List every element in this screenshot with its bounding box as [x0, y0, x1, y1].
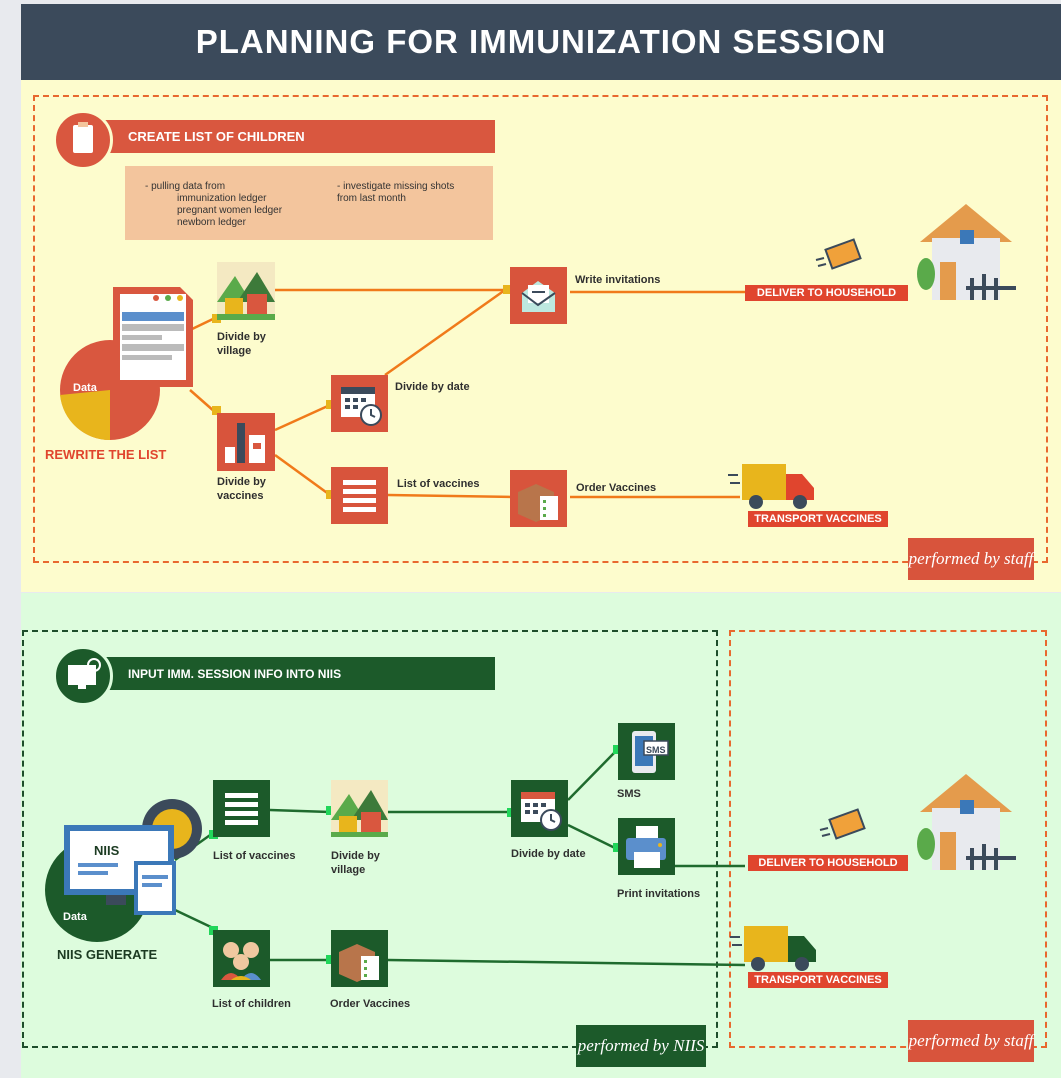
performed-by-staff-tag: performed by staff	[908, 1020, 1034, 1062]
list-vaccines-label: List of vaccines	[213, 850, 296, 862]
package-checklist-icon	[510, 470, 567, 527]
divide-date-label: Divide by date	[395, 381, 470, 393]
divide-date-label: Divide by date	[511, 848, 586, 860]
niis-screen-label: NIIS	[94, 843, 120, 858]
children-group-icon	[213, 930, 270, 987]
transport-vaccines-tag: TRANSPORT VACCINES	[748, 972, 888, 988]
staff-dashed-frame-bottom	[729, 630, 1047, 1048]
computer-gear-icon	[53, 646, 113, 706]
printer-icon	[618, 818, 675, 875]
list-icon	[331, 467, 388, 524]
list-vaccines-label: List of vaccines	[397, 478, 480, 490]
village-icon	[331, 780, 388, 837]
staff-connectors	[189, 285, 745, 501]
data-source-note: - pulling data from immunization ledger …	[125, 166, 493, 240]
list-children-label: List of children	[212, 998, 291, 1010]
note-line: newborn ledger	[177, 217, 246, 228]
clipboard-icon	[53, 110, 113, 170]
list-icon	[213, 780, 270, 837]
performed-by-niis-tag: performed by NIIS	[576, 1025, 706, 1067]
envelope-invitation-icon	[510, 267, 567, 324]
deliver-household-tag: DELIVER TO HOUSEHOLD	[748, 855, 908, 871]
input-niis-banner: INPUT IMM. SESSION INFO INTO NIIS	[68, 657, 495, 690]
create-list-banner: CREATE LIST OF CHILDREN	[68, 120, 495, 153]
niis-data-label: Data	[63, 911, 87, 923]
sms-screen-label: SMS	[646, 745, 666, 755]
niis-dashed-frame	[22, 630, 718, 1048]
note-line: - investigate missing shots	[337, 181, 455, 192]
village-icon	[217, 262, 275, 320]
divide-village-label: Divide by village	[217, 331, 266, 357]
flying-letter-icon	[819, 808, 866, 840]
document-list-icon	[113, 287, 193, 387]
performed-by-staff-tag: performed by staff	[908, 538, 1034, 580]
divide-village-label: Divide by village	[331, 850, 380, 876]
sms-phone-icon	[618, 723, 675, 780]
house-icon	[917, 204, 1016, 300]
note-line: pregnant women ledger	[177, 205, 283, 216]
delivery-truck-icon	[728, 464, 814, 509]
vaccine-vials-icon	[217, 413, 275, 471]
write-invitations-label: Write invitations	[575, 274, 661, 286]
order-vaccines-label: Order Vaccines	[330, 998, 411, 1010]
page-title: PLANNING FOR IMMUNIZATION SESSION	[21, 4, 1061, 80]
staff-dashed-frame	[33, 95, 1048, 563]
divide-vaccines-label: Divide by vaccines	[217, 476, 266, 502]
house-icon	[917, 774, 1016, 870]
rewrite-list-label: REWRITE THE LIST	[45, 447, 167, 462]
transport-vaccines-tag: TRANSPORT VACCINES	[748, 511, 888, 527]
package-checklist-icon	[331, 930, 388, 987]
sms-label: SMS	[617, 788, 641, 800]
data-label: Data	[73, 382, 97, 394]
niis-computer-icon	[64, 799, 202, 915]
note-line: from last month	[337, 193, 406, 204]
order-vaccines-label: Order Vaccines	[576, 482, 657, 494]
calendar-clock-icon	[511, 780, 568, 837]
niis-generate-label: NIIS GENERATE	[57, 947, 158, 962]
calendar-clock-icon	[331, 375, 388, 432]
print-invitations-label: Print invitations	[617, 888, 701, 900]
note-line: - pulling data from	[145, 181, 226, 192]
flying-letter-icon	[815, 238, 862, 270]
note-line: immunization ledger	[177, 193, 267, 204]
delivery-truck-icon	[730, 926, 816, 971]
deliver-household-tag: DELIVER TO HOUSEHOLD	[745, 285, 908, 301]
